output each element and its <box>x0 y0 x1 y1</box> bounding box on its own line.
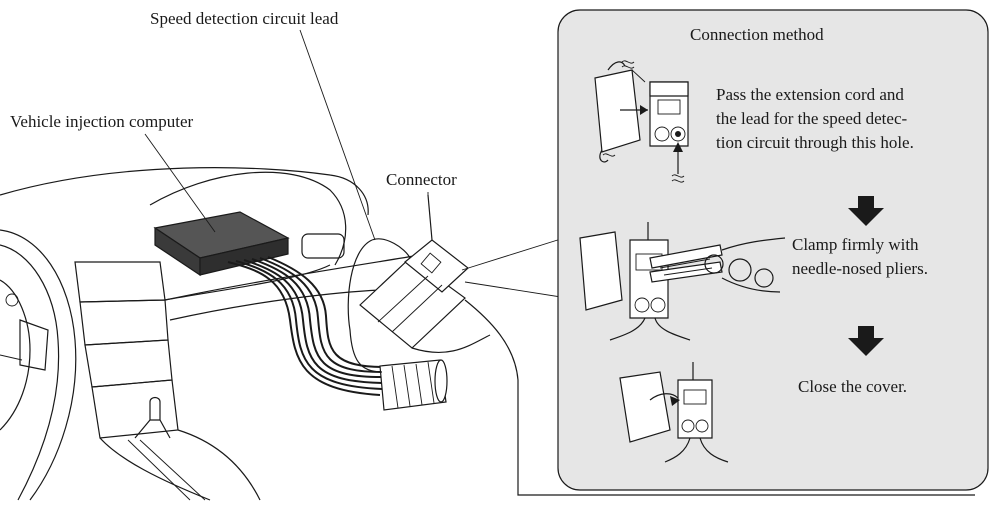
injection-computer-box <box>153 211 290 277</box>
leader-injection-computer <box>144 133 216 233</box>
step2-text-line2: needle-nosed pliers. <box>792 259 928 278</box>
step1-text-line2: the lead for the speed detec- <box>716 109 907 128</box>
step2-pliers-icon <box>579 222 786 341</box>
down-arrow-icon <box>848 326 884 356</box>
step3-connector-closed-icon <box>619 362 729 463</box>
wire-harness <box>227 239 448 411</box>
label-injection-computer: Vehicle injection computer <box>10 112 193 131</box>
label-speed-lead: Speed detection circuit lead <box>150 9 339 28</box>
step2-text-line1: Clamp firmly with <box>792 235 919 254</box>
leader-speed-lead <box>299 29 376 241</box>
step1-connector-icon <box>594 60 689 183</box>
step1-text-line1: Pass the extension cord and <box>716 85 904 104</box>
step3-text-line1: Close the cover. <box>798 377 907 396</box>
dashboard-illustration <box>0 167 421 501</box>
down-arrow-icon <box>848 196 884 226</box>
panel-title: Connection method <box>690 25 824 44</box>
step1-text-line3: tion circuit through this hole. <box>716 133 914 152</box>
label-connector: Connector <box>386 170 457 189</box>
connector-on-car <box>359 194 975 496</box>
